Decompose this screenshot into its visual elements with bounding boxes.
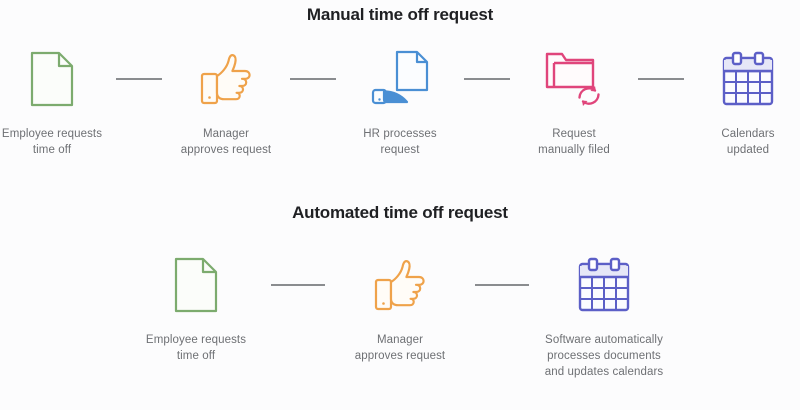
automated-step-label: Employee requests time off <box>145 334 247 362</box>
connector-line <box>638 78 684 80</box>
manual-step-label: HR processes request <box>363 128 437 156</box>
manual-step-label: Manager approves request <box>180 128 272 156</box>
calendar-icon <box>717 48 779 110</box>
document-stapler-icon <box>369 48 431 110</box>
connector-line <box>116 78 162 80</box>
automated-section-title: Automated time off request <box>292 203 508 222</box>
manual-step-calendars-updated: Calendars updated <box>684 48 800 158</box>
manual-step-manager-approves: Manager approves request <box>162 48 290 158</box>
document-icon <box>21 48 83 110</box>
manual-flow-row: Employee requests time off Manager appro… <box>0 48 800 158</box>
manual-flow-section: Manual time off request Employee request… <box>0 0 800 196</box>
manual-step-label: Employee requests time off <box>1 128 103 156</box>
manual-section-title: Manual time off request <box>306 5 494 24</box>
connector-line <box>464 78 510 80</box>
connector-line <box>271 284 325 286</box>
calendar-icon <box>573 254 635 316</box>
manual-step-label: Calendars updated <box>721 128 775 156</box>
connector-line <box>290 78 336 80</box>
automated-flow-row: Employee requests time off Manager appro… <box>0 254 800 380</box>
thumbs-up-icon <box>369 254 431 316</box>
manual-step-request-filed: Request manually filed <box>510 48 638 158</box>
automated-step-label: Manager approves request <box>354 334 446 362</box>
connector-line <box>475 284 529 286</box>
automated-step-software-processes: Software automatically processes documen… <box>529 254 679 380</box>
folder-refresh-icon <box>543 48 605 110</box>
automated-step-label: Software automatically processes documen… <box>544 334 664 378</box>
manual-step-employee-requests: Employee requests time off <box>0 48 116 158</box>
automated-step-employee-requests: Employee requests time off <box>121 254 271 364</box>
thumbs-up-icon <box>195 48 257 110</box>
manual-step-label: Request manually filed <box>538 128 610 156</box>
manual-step-hr-processes: HR processes request <box>336 48 464 158</box>
automated-step-manager-approves: Manager approves request <box>325 254 475 364</box>
document-icon <box>165 254 227 316</box>
automated-flow-section: Automated time off request Employee requ… <box>0 196 800 410</box>
